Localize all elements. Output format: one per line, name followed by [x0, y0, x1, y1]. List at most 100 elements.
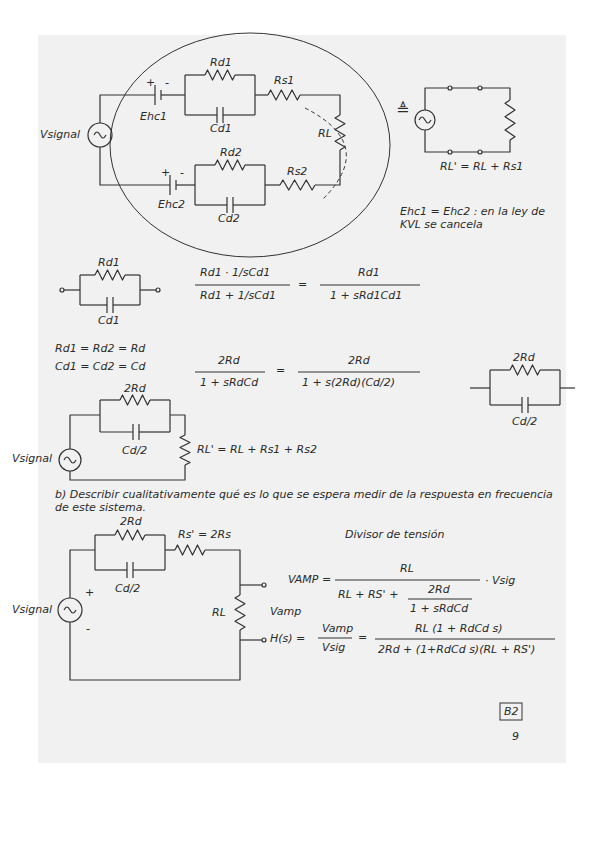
resistor-symbol: [205, 70, 235, 80]
resistor-symbol: [510, 365, 540, 375]
component-label: Rs' = 2Rs: [178, 528, 231, 541]
formula-text: RL + RS' +: [338, 588, 398, 601]
terminal-dot: [60, 288, 64, 292]
dashed-loop: [305, 108, 346, 200]
formula-text: 2Rd: [428, 583, 450, 596]
resistor-symbol: [235, 595, 245, 630]
fraction-bar: [298, 371, 420, 372]
formula-text: Rd1 = Rd2 = Rd: [55, 342, 145, 355]
formula-text: Cd1 = Cd2 = Cd: [55, 360, 145, 373]
wire: [70, 415, 100, 449]
page-mark: B2: [504, 705, 519, 718]
wire: [490, 404, 522, 405]
wire: [235, 74, 255, 75]
wire: [300, 95, 340, 115]
wire: [245, 164, 265, 165]
note-text: Ehc1 = Ehc2 : en la ley de KVL se cancel…: [400, 205, 565, 231]
paper-scan: [38, 35, 566, 763]
capacitor-symbol: [216, 107, 217, 123]
wire: [489, 370, 490, 405]
terminal-dot: [156, 288, 160, 292]
wire: [70, 465, 185, 480]
capacitor-symbol: [106, 297, 107, 313]
resistor-symbol: [505, 100, 515, 140]
component-label: RL: [212, 606, 226, 619]
formula-text: RL' = RL + Rs1: [440, 160, 523, 173]
wire: [176, 184, 195, 185]
terminal-dot: [448, 86, 452, 90]
page-number: 9: [512, 730, 519, 743]
formula-text: Rd1 · 1/sCd1: [200, 266, 270, 279]
fraction-bar: [195, 284, 290, 285]
wire: [94, 535, 95, 570]
formula-text: 1 + sRdCd: [410, 602, 468, 615]
source-label: Vsignal: [40, 128, 80, 141]
polarity-sign: -: [180, 166, 184, 179]
component-label: Cd1: [210, 122, 232, 135]
formula-text: RL: [400, 562, 414, 575]
voltage-source: [59, 449, 81, 471]
polarity-sign: +: [161, 166, 170, 179]
formula-text: VAMP =: [288, 573, 331, 586]
polarity-sign: -: [86, 622, 90, 635]
formula-text: Vamp: [322, 622, 353, 635]
wire: [425, 88, 510, 110]
source-label: Vsignal: [12, 603, 52, 616]
wire: [125, 274, 140, 275]
wire: [139, 431, 170, 432]
wire: [165, 549, 175, 550]
resistor-symbol: [268, 90, 300, 100]
wire: [240, 584, 262, 585]
wire: [100, 399, 120, 400]
voltage-source: [58, 598, 82, 622]
formula-text: 1 + sRdCd: [200, 376, 258, 389]
polarity-sign: -: [165, 76, 169, 89]
voltage-source: [415, 110, 435, 130]
wire: [145, 534, 165, 535]
wire: [560, 387, 575, 388]
formula-text: RL (1 + RdCd s): [415, 622, 503, 635]
formula-text: Rd1: [358, 266, 380, 279]
signal-name: Vamp: [270, 605, 301, 618]
wire: [240, 639, 262, 640]
wire: [79, 275, 80, 305]
wire: [80, 304, 107, 305]
component-label: Rs2: [287, 165, 307, 178]
terminal-dot: [448, 150, 452, 154]
component-label: Cd1: [98, 314, 120, 327]
component-label: Cd/2: [122, 444, 147, 457]
question-text: b) Describir cualitativamente qué es lo …: [55, 488, 555, 514]
formula-text: 2Rd + (1+RdCd s)(RL + RS'): [378, 643, 535, 656]
wire: [62, 289, 80, 290]
formula-text: =: [358, 631, 367, 644]
formula-text: 1 + s(2Rd)(Cd/2): [302, 376, 395, 389]
wire: [195, 204, 227, 205]
formula-text: =: [298, 278, 307, 291]
source-label: Vsignal: [12, 452, 52, 465]
wire: [528, 404, 560, 405]
formula-text: =: [276, 364, 285, 377]
fraction-bar: [408, 598, 472, 599]
formula-text: 2Rd: [218, 354, 240, 367]
source-sine: [64, 607, 76, 613]
terminal-dot: [478, 86, 482, 90]
component-label: Cd2: [218, 212, 240, 225]
resistor-symbol: [120, 395, 150, 405]
wire: [113, 304, 140, 305]
fraction-bar: [320, 284, 420, 285]
component-label: 2Rd: [120, 515, 142, 528]
terminal-dot: [262, 638, 266, 642]
resistor-symbol: [215, 160, 245, 170]
component-label: 2Rd: [513, 351, 535, 364]
polarity-sign: +: [85, 586, 94, 599]
wire: [490, 369, 510, 370]
resistor-symbol: [180, 435, 190, 465]
capacitor-symbol: [126, 562, 127, 578]
fraction-bar: [375, 638, 555, 639]
capacitor-symbol: [132, 424, 133, 440]
page-box: [500, 703, 522, 720]
wire: [170, 415, 185, 435]
capacitor-symbol: [521, 397, 522, 413]
wire: [425, 130, 510, 152]
source-sine: [94, 132, 106, 138]
